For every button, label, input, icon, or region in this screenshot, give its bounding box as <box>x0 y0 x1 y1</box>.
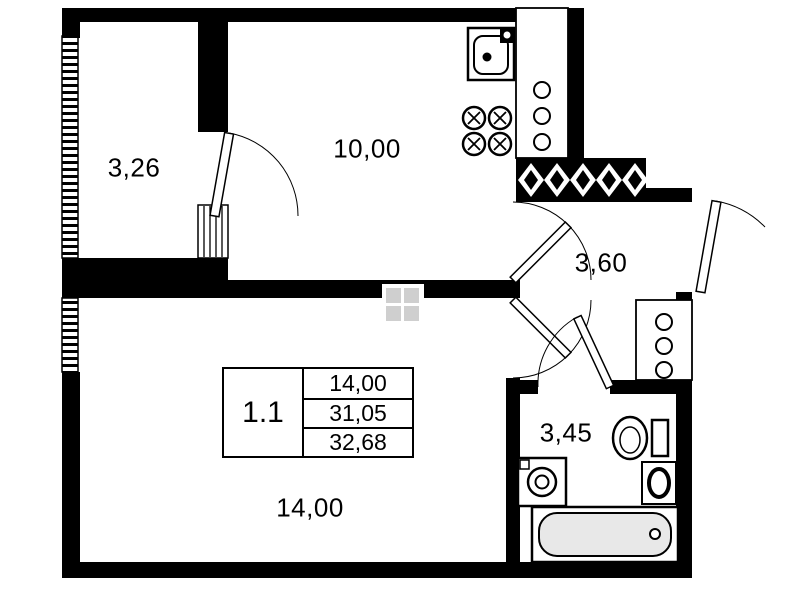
unit-living-area: 14,00 <box>329 370 387 396</box>
wall-top <box>62 8 518 22</box>
vent-shaft-kitchen <box>515 7 569 159</box>
vent-shaft-bathroom <box>635 299 693 381</box>
entrance-door-leaf <box>695 199 722 294</box>
wall-bathroom-top-left <box>506 380 538 394</box>
wall-kitchen-living <box>228 280 520 298</box>
wall-top-right-vertical <box>568 8 584 160</box>
wall-living-bathroom <box>506 378 520 562</box>
toilet <box>611 415 670 461</box>
unit-number: 1.1 <box>224 369 304 456</box>
washing-machine <box>516 456 568 508</box>
kitchen-sink <box>466 26 516 82</box>
door-kitchen-hallway <box>509 201 592 284</box>
wall-left-lower <box>62 372 80 578</box>
walls <box>62 8 692 578</box>
watermark-logo <box>382 284 424 326</box>
door-bathroom <box>537 314 615 390</box>
door-bathroom-leaf <box>572 314 615 390</box>
door-bathroom-arc <box>537 316 578 388</box>
room-label-balcony: 3,26 <box>107 152 161 183</box>
kitchen-stove <box>461 105 513 157</box>
washbasin <box>641 461 677 505</box>
door-kitchen-hallway-leaf <box>509 220 573 284</box>
door-living-hallway-leaf <box>509 296 573 360</box>
bathtub-drain-icon <box>649 528 661 540</box>
wall-under-balcony <box>62 258 228 298</box>
wall-top-left-block <box>62 8 80 38</box>
bathtub <box>530 505 680 564</box>
wall-bottom <box>62 562 692 578</box>
unit-area: 31,05 <box>304 398 412 427</box>
wall-entrance-top <box>646 188 692 202</box>
room-label-bathroom: 3,45 <box>539 417 593 448</box>
door-living-hallway <box>509 296 592 379</box>
living-room-window <box>61 297 79 373</box>
balcony-door <box>209 131 299 218</box>
balcony-door-leaf <box>209 131 235 218</box>
room-label-hallway: 3,60 <box>574 247 628 278</box>
wall-balcony-divider <box>198 22 228 132</box>
balcony-glazing-window <box>61 35 79 259</box>
room-label-living-room: 14,00 <box>276 492 344 523</box>
diamond-pattern <box>518 163 648 197</box>
room-label-kitchen: 10,00 <box>333 133 401 164</box>
closet-diamond-strip <box>516 158 648 202</box>
wall-bathroom-top-right <box>610 380 692 394</box>
unit-info-table: 1.1 14,00 31,05 32,68 <box>222 367 414 458</box>
balcony-door-arc <box>228 132 299 217</box>
unit-total-area: 32,68 <box>304 427 412 456</box>
entrance-door <box>695 199 766 294</box>
